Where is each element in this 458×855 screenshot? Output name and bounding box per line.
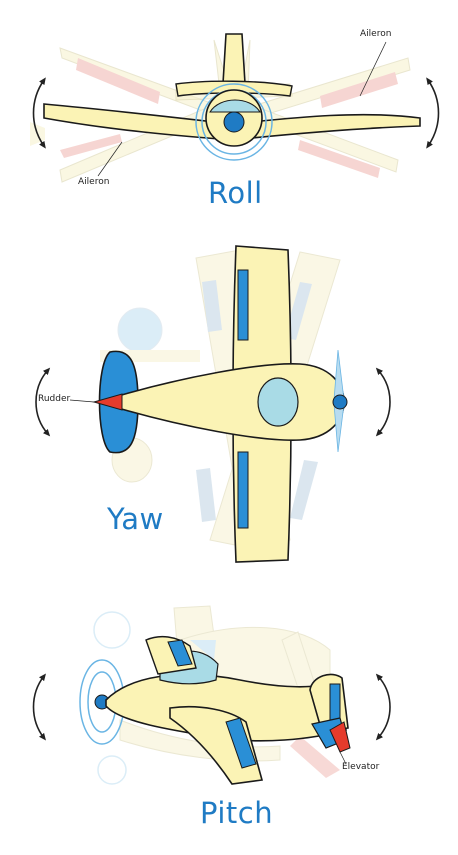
- aileron-label-left: Aileron: [78, 177, 110, 187]
- roll-caption: Roll: [208, 176, 263, 210]
- rotate-arrow-icon: [32, 77, 46, 149]
- elevator-label: Elevator: [342, 762, 380, 772]
- rotate-arrow-icon: [375, 673, 391, 741]
- pitch-section: [32, 605, 391, 785]
- aileron-label-right: Aileron: [360, 29, 392, 39]
- propeller-icon: [223, 111, 245, 133]
- pitch-elevator: [329, 721, 351, 753]
- yaw-section: [35, 245, 391, 563]
- rudder-label: Rudder: [38, 394, 71, 404]
- rotate-arrow-icon: [375, 367, 391, 437]
- yaw-canopy: [257, 377, 299, 427]
- roll-main-wing: [43, 103, 421, 141]
- pitch-caption: Pitch: [200, 796, 274, 830]
- propeller-icon: [332, 349, 348, 453]
- yaw-aileron-bottom: [237, 451, 249, 529]
- roll-stabilizer: [175, 80, 293, 97]
- roll-canopy: [209, 99, 261, 113]
- yaw-caption: Yaw: [107, 502, 164, 536]
- yaw-rudder: [92, 393, 123, 411]
- rotate-arrow-icon: [32, 673, 46, 741]
- roll-section: [30, 33, 440, 183]
- rotate-arrow-icon: [426, 77, 440, 149]
- yaw-fuselage: [117, 363, 345, 441]
- yaw-aileron-top: [237, 269, 249, 341]
- rotate-arrow-icon: [35, 367, 51, 437]
